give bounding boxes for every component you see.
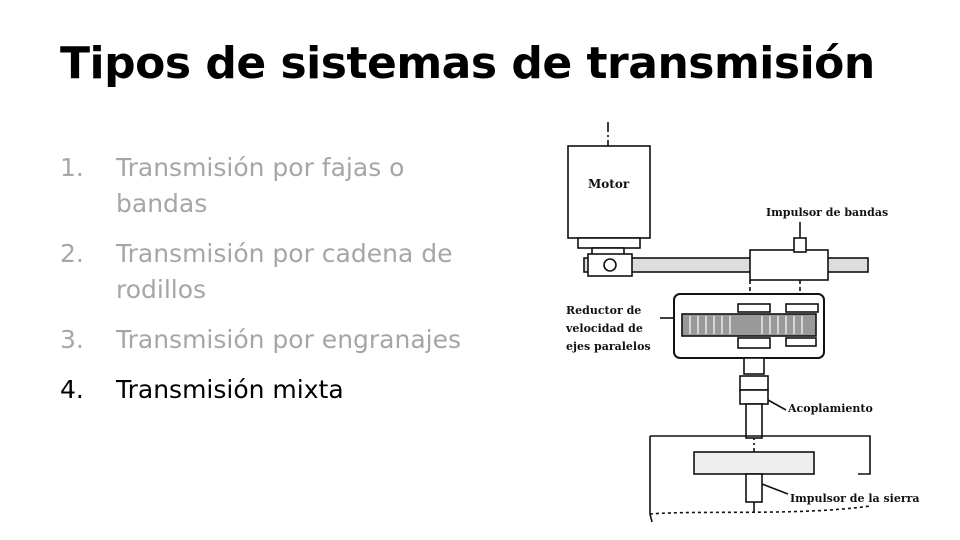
coupling-upper <box>739 375 769 391</box>
saw-table-break <box>649 505 871 515</box>
list-item-1: 1. Transmisión por fajas o bandas <box>60 150 480 222</box>
reducer-label-line-3: ejes paralelos <box>566 340 651 353</box>
saw-drive-label: Impulsor de la sierra <box>790 492 920 505</box>
list-item-number: 4. <box>60 375 84 404</box>
reducer-gear-train <box>681 313 817 337</box>
coupling-pointer <box>767 399 787 411</box>
list-item-text: Transmisión mixta <box>116 375 344 404</box>
transmission-types-list: 1. Transmisión por fajas o bandas 2. Tra… <box>60 150 480 422</box>
output-shaft-upper <box>743 357 765 375</box>
list-item-number: 1. <box>60 153 84 182</box>
motor-label: Motor <box>588 177 630 191</box>
saw-table <box>650 435 871 475</box>
list-item-3: 3. Transmisión por engranajes <box>60 322 480 358</box>
gear-bearing-top-right <box>785 303 819 313</box>
coupling-label: Acoplamiento <box>787 402 873 415</box>
transmission-diagram: Motor Impulsor de bandas Reductor de vel… <box>565 122 920 523</box>
motor-body <box>567 145 651 239</box>
belt-drive-label: Impulsor de bandas <box>766 206 888 219</box>
gear-teeth <box>689 316 803 334</box>
saw-drive-disc <box>693 451 815 475</box>
motor-pulley <box>587 253 633 277</box>
list-item-text: Transmisión por engranajes <box>116 325 462 354</box>
motor-pulley-hub <box>603 258 617 272</box>
saw-table-left-edge <box>649 436 653 523</box>
list-item-4: 4. Transmisión mixta <box>60 372 480 408</box>
driven-pulley <box>749 249 829 281</box>
list-item-2: 2. Transmisión por cadena de rodillos <box>60 236 480 308</box>
gear-bearing-top-left <box>737 303 771 313</box>
reducer-label-line-1: Reductor de <box>566 304 641 317</box>
output-shaft-lower <box>745 403 763 439</box>
gear-bearing-bottom-left <box>737 337 771 349</box>
slide-title: Tipos de sistemas de transmisión <box>60 38 875 89</box>
list-item-number: 2. <box>60 239 84 268</box>
pulley-nut <box>793 237 807 253</box>
gear-bearing-bottom-right <box>785 337 817 347</box>
reducer-label-line-2: velocidad de <box>565 322 643 335</box>
saw-drive-pointer <box>761 483 789 495</box>
list-item-text: Transmisión por fajas o bandas <box>116 153 405 218</box>
list-item-number: 3. <box>60 325 84 354</box>
coupling-lower <box>739 389 769 405</box>
motor-flange <box>577 237 641 249</box>
list-item-text: Transmisión por cadena de rodillos <box>116 239 453 304</box>
saw-drive-hub <box>745 473 763 503</box>
